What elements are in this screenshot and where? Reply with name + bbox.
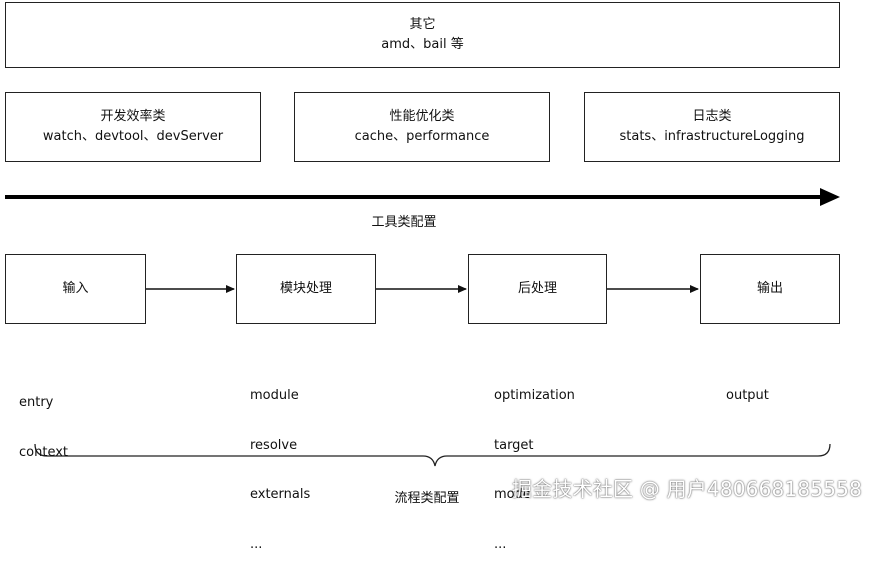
performance-title: 性能优化类 bbox=[389, 109, 455, 124]
logging-title: 日志类 bbox=[692, 109, 732, 124]
post-options-list: optimization target mode ... bbox=[494, 355, 575, 570]
flow-box-input-title: 输入 bbox=[62, 281, 89, 296]
flow-box-post-title: 后处理 bbox=[517, 281, 557, 296]
other-config-box: 其它 amd、bail 等 bbox=[5, 2, 840, 68]
option-item: context bbox=[19, 444, 68, 460]
option-item: module bbox=[250, 388, 299, 403]
dev-efficiency-box: 开发效率类 watch、devtool、devServer bbox=[5, 92, 261, 162]
option-item: ... bbox=[494, 536, 507, 552]
flow-brace bbox=[34, 443, 831, 467]
logging-box: 日志类 stats、infrastructureLogging bbox=[584, 92, 840, 162]
option-item: externals bbox=[250, 487, 311, 502]
option-item: target bbox=[494, 437, 534, 453]
option-item: optimization bbox=[494, 388, 575, 403]
module-options-list: module resolve externals ... bbox=[250, 355, 310, 570]
flow-box-output: 输出 bbox=[700, 254, 840, 324]
option-item: ... bbox=[250, 536, 263, 552]
watermark: 掘金技术社区 @ 用户480668185558 bbox=[511, 477, 862, 501]
dev-efficiency-title: 开发效率类 bbox=[100, 109, 166, 124]
flow-box-input: 输入 bbox=[5, 254, 146, 324]
option-item: output bbox=[726, 388, 769, 403]
performance-items: cache、performance bbox=[354, 129, 490, 144]
tool-axis-arrow bbox=[5, 188, 840, 206]
other-config-title: 其它 bbox=[409, 17, 436, 32]
flow-box-module-title: 模块处理 bbox=[279, 281, 332, 296]
flow-box-output-title: 输出 bbox=[756, 281, 783, 296]
flow-box-post: 后处理 bbox=[468, 254, 607, 324]
flow-brace-label: 流程类配置 bbox=[394, 491, 460, 506]
tool-axis-label: 工具类配置 bbox=[371, 215, 437, 230]
flow-box-module: 模块处理 bbox=[236, 254, 376, 324]
option-item: resolve bbox=[250, 437, 298, 453]
other-config-items: amd、bail 等 bbox=[381, 37, 464, 52]
performance-box: 性能优化类 cache、performance bbox=[294, 92, 550, 162]
logging-items: stats、infrastructureLogging bbox=[619, 129, 805, 144]
input-options-list: entry context bbox=[19, 362, 68, 478]
option-item: mode bbox=[494, 487, 531, 502]
option-item: entry bbox=[19, 395, 54, 410]
diagram-connectors bbox=[5, 188, 840, 467]
dev-efficiency-items: watch、devtool、devServer bbox=[42, 129, 224, 144]
output-options-list: output bbox=[726, 355, 769, 421]
